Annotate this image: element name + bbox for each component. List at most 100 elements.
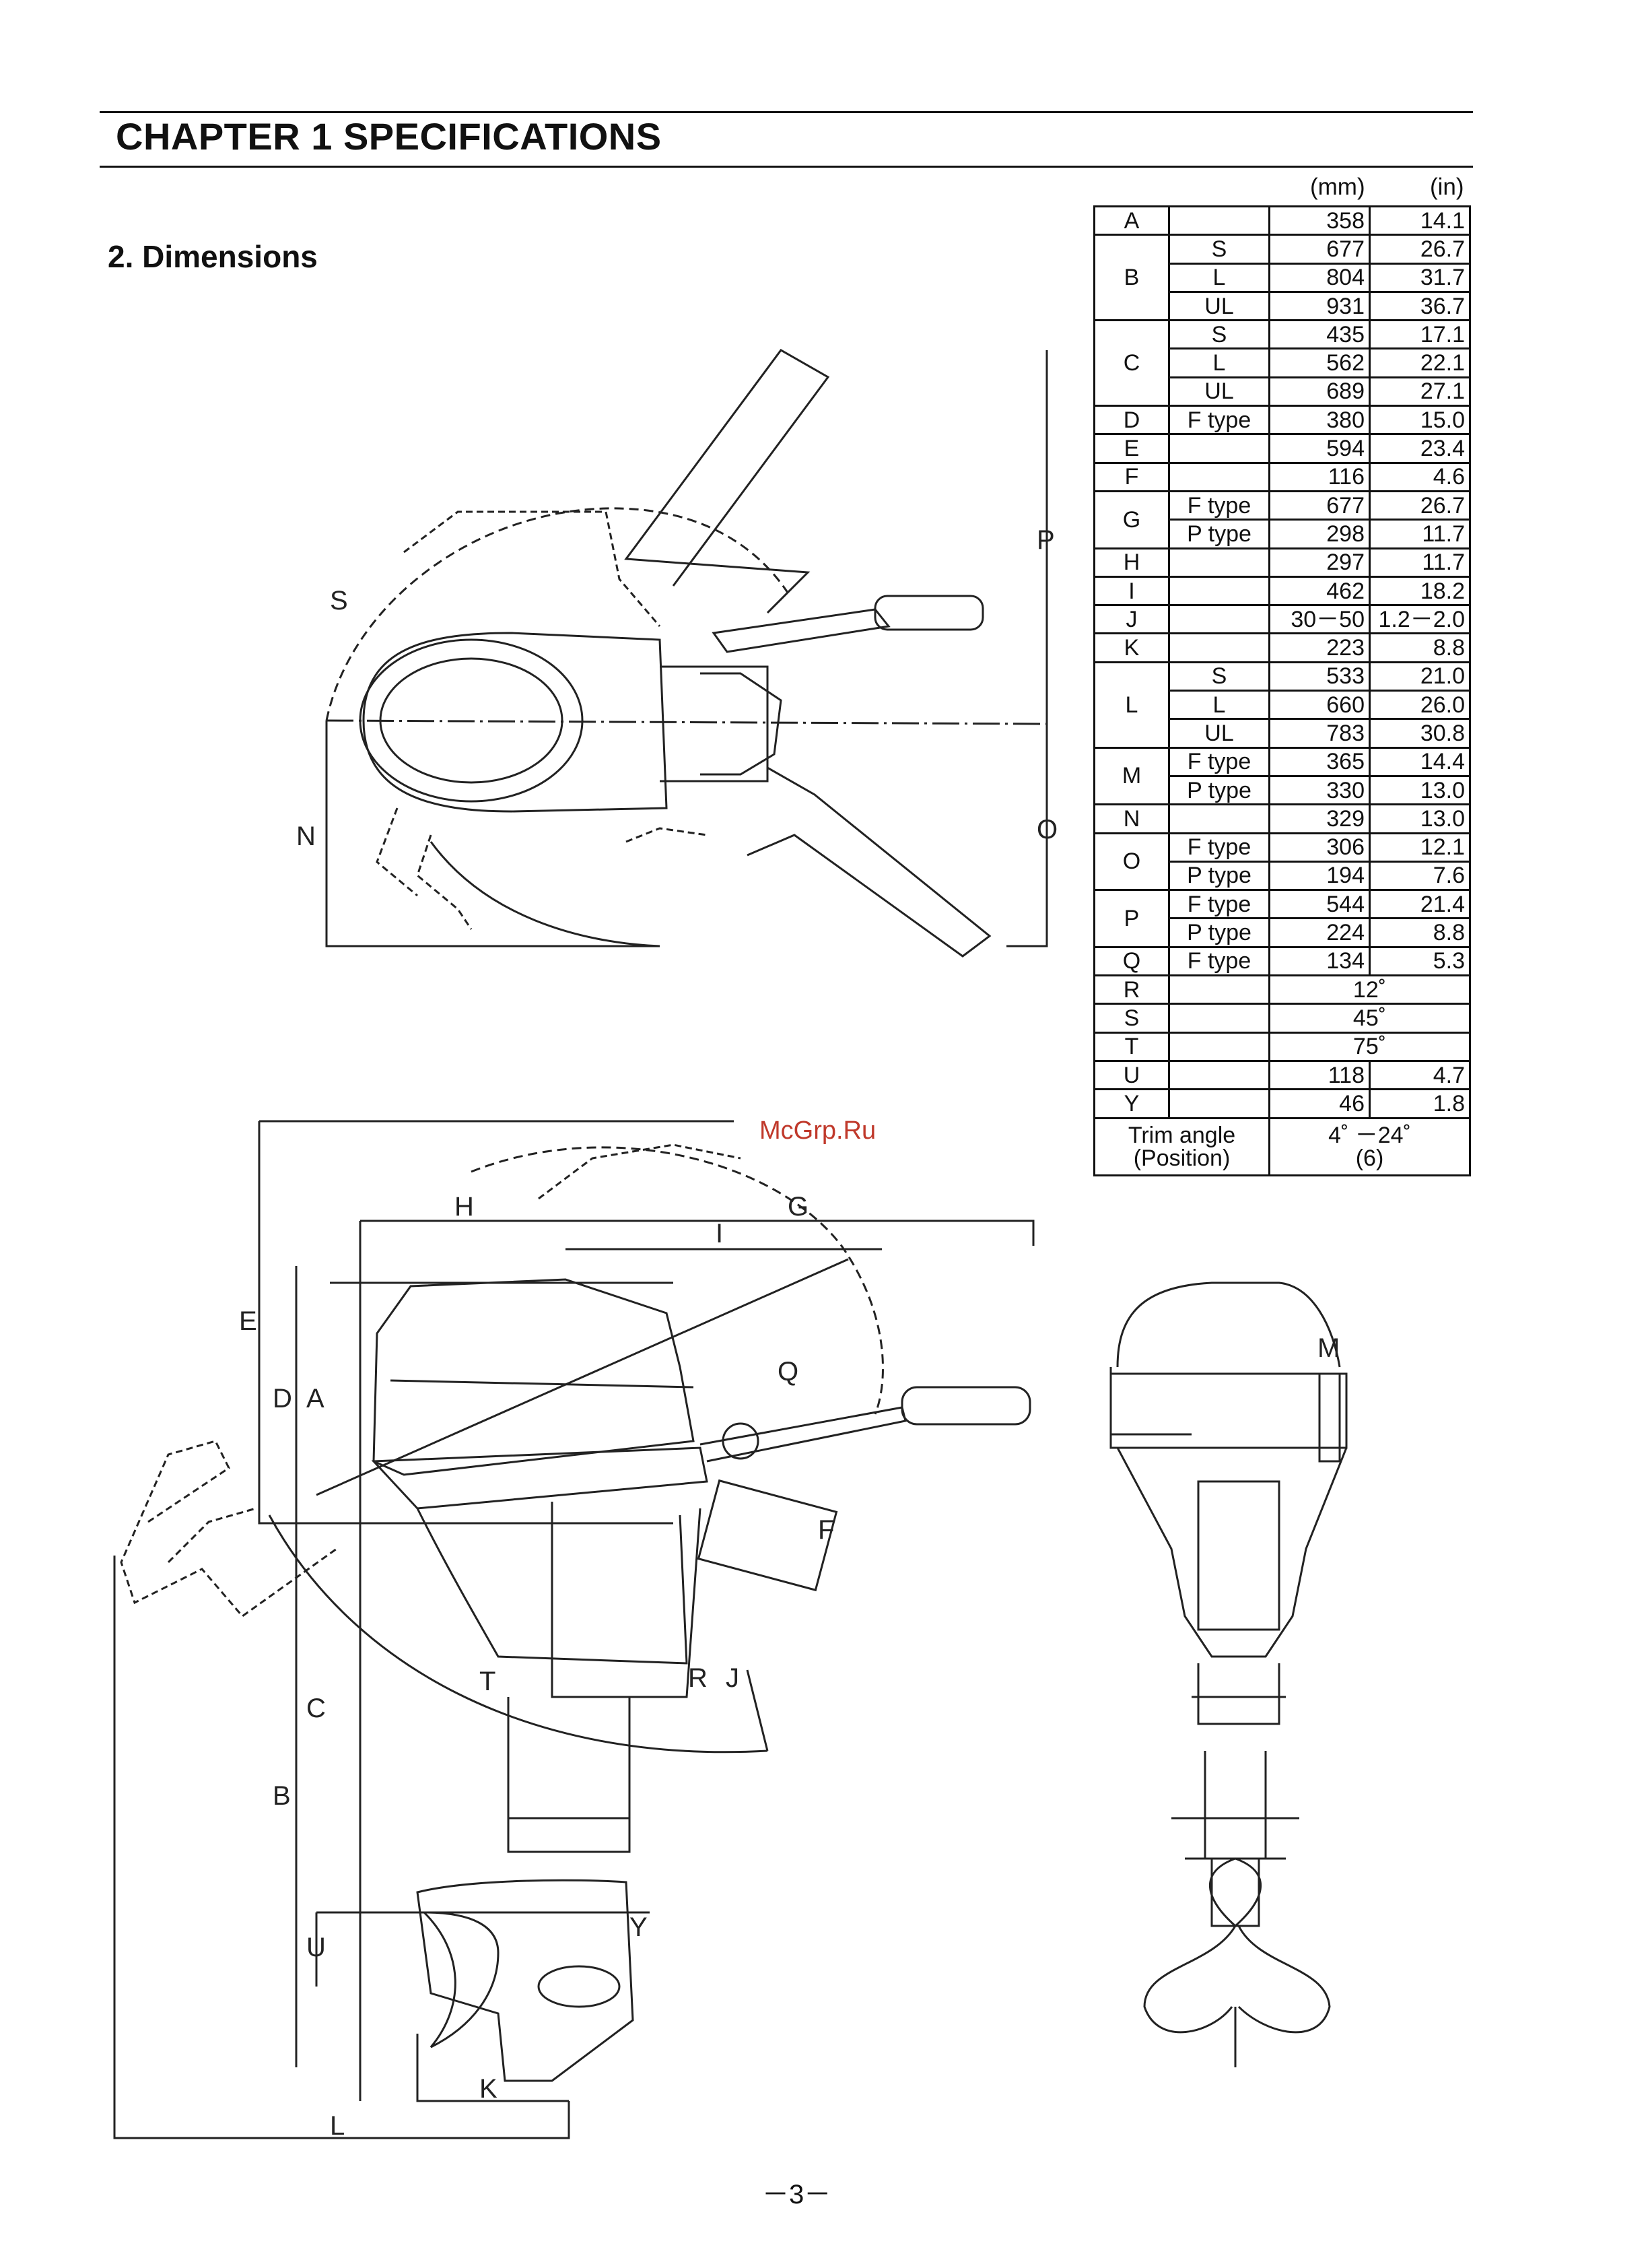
table-cell: 1.2－2.0	[1369, 604, 1471, 635]
table-cell: UL	[1168, 290, 1270, 322]
label-Y: Y	[629, 1912, 648, 1942]
section-title: 2. Dimensions	[108, 239, 318, 274]
table-cell: F	[1093, 461, 1170, 492]
table-cell: L	[1168, 347, 1270, 378]
label-H: H	[454, 1192, 474, 1222]
table-cell: 365	[1268, 746, 1371, 777]
table-cell: 330	[1268, 774, 1371, 806]
table-cell: 30.8	[1369, 718, 1471, 749]
table-cell: 26.0	[1369, 690, 1471, 721]
trim-position-value: (6)	[1355, 1145, 1384, 1171]
label-M: M	[1317, 1333, 1340, 1363]
table-cell: S	[1168, 319, 1270, 350]
label-E: E	[239, 1306, 257, 1336]
table-cell: M	[1093, 746, 1170, 806]
table-cell: UL	[1168, 376, 1270, 407]
unit-in: (in)	[1430, 174, 1464, 200]
top-view-drawing	[325, 349, 1048, 958]
table-cell: F type	[1168, 889, 1270, 920]
rear-view-drawing	[1109, 1281, 1348, 2067]
table-cell: 14.4	[1369, 746, 1471, 777]
table-cell: Y	[1093, 1088, 1170, 1119]
table-cell: P type	[1168, 917, 1270, 948]
label-F: F	[818, 1515, 834, 1545]
label-L: L	[330, 2111, 345, 2141]
table-cell: U	[1093, 1059, 1170, 1091]
table-cell: S	[1168, 234, 1270, 265]
table-cell: P type	[1168, 519, 1270, 549]
table-cell: 223	[1268, 632, 1371, 663]
label-U: U	[306, 1933, 326, 1962]
label-K: K	[479, 2074, 497, 2104]
unit-mm: (mm)	[1310, 174, 1365, 200]
label-A: A	[306, 1384, 324, 1413]
table-cell: 4.6	[1369, 461, 1471, 492]
label-J: J	[726, 1663, 739, 1693]
table-cell: K	[1093, 632, 1170, 663]
table-cell: F type	[1168, 832, 1270, 863]
trim-value: 4˚ －24˚	[1328, 1122, 1411, 1148]
page-number: －3－	[762, 2180, 831, 2209]
table-cell: B	[1093, 234, 1170, 322]
label-O: O	[1037, 815, 1058, 844]
table-cell: 544	[1268, 889, 1371, 920]
table-cell: 8.8	[1369, 632, 1471, 663]
table-cell: 594	[1268, 433, 1371, 464]
label-D: D	[273, 1384, 292, 1413]
side-view-drawing	[113, 1120, 1035, 2139]
table-cell: 46	[1268, 1088, 1371, 1119]
table-cell: 17.1	[1369, 319, 1471, 350]
table-cell: F type	[1168, 490, 1270, 521]
table-cell: 298	[1268, 519, 1371, 549]
table-cell: 533	[1268, 661, 1371, 692]
table-cell: 194	[1268, 860, 1371, 892]
table-cell: 8.8	[1369, 917, 1471, 948]
table-cell: L	[1093, 661, 1170, 749]
table-cell	[1168, 205, 1270, 236]
table-cell: 677	[1268, 490, 1371, 521]
table-cell: 5.3	[1369, 945, 1471, 977]
table-cell: 13.0	[1369, 803, 1471, 834]
table-cell: 11.7	[1369, 547, 1471, 578]
table-cell: L	[1168, 262, 1270, 293]
table-cell: P type	[1168, 774, 1270, 806]
table-cell: UL	[1168, 718, 1270, 749]
table-cell	[1168, 1031, 1270, 1062]
title-underline	[100, 166, 1473, 168]
table-cell: 134	[1268, 945, 1371, 977]
table-cell: O	[1093, 832, 1170, 892]
top-rule	[100, 111, 1473, 113]
table-cell	[1168, 632, 1270, 663]
table-cell: S	[1168, 661, 1270, 692]
table-cell	[1168, 974, 1270, 1005]
label-B: B	[273, 1781, 291, 1811]
table-cell: 45˚	[1268, 1003, 1471, 1034]
table-cell: 306	[1268, 832, 1371, 863]
table-cell: 804	[1268, 262, 1371, 293]
table-cell: 18.2	[1369, 575, 1471, 607]
table-cell: R	[1093, 974, 1170, 1005]
table-cell	[1168, 1088, 1270, 1119]
table-cell	[1168, 433, 1270, 464]
table-cell: 116	[1268, 461, 1371, 492]
table-cell: 1.8	[1369, 1088, 1471, 1119]
table-cell: 462	[1268, 575, 1371, 607]
table-cell: D	[1093, 405, 1170, 436]
